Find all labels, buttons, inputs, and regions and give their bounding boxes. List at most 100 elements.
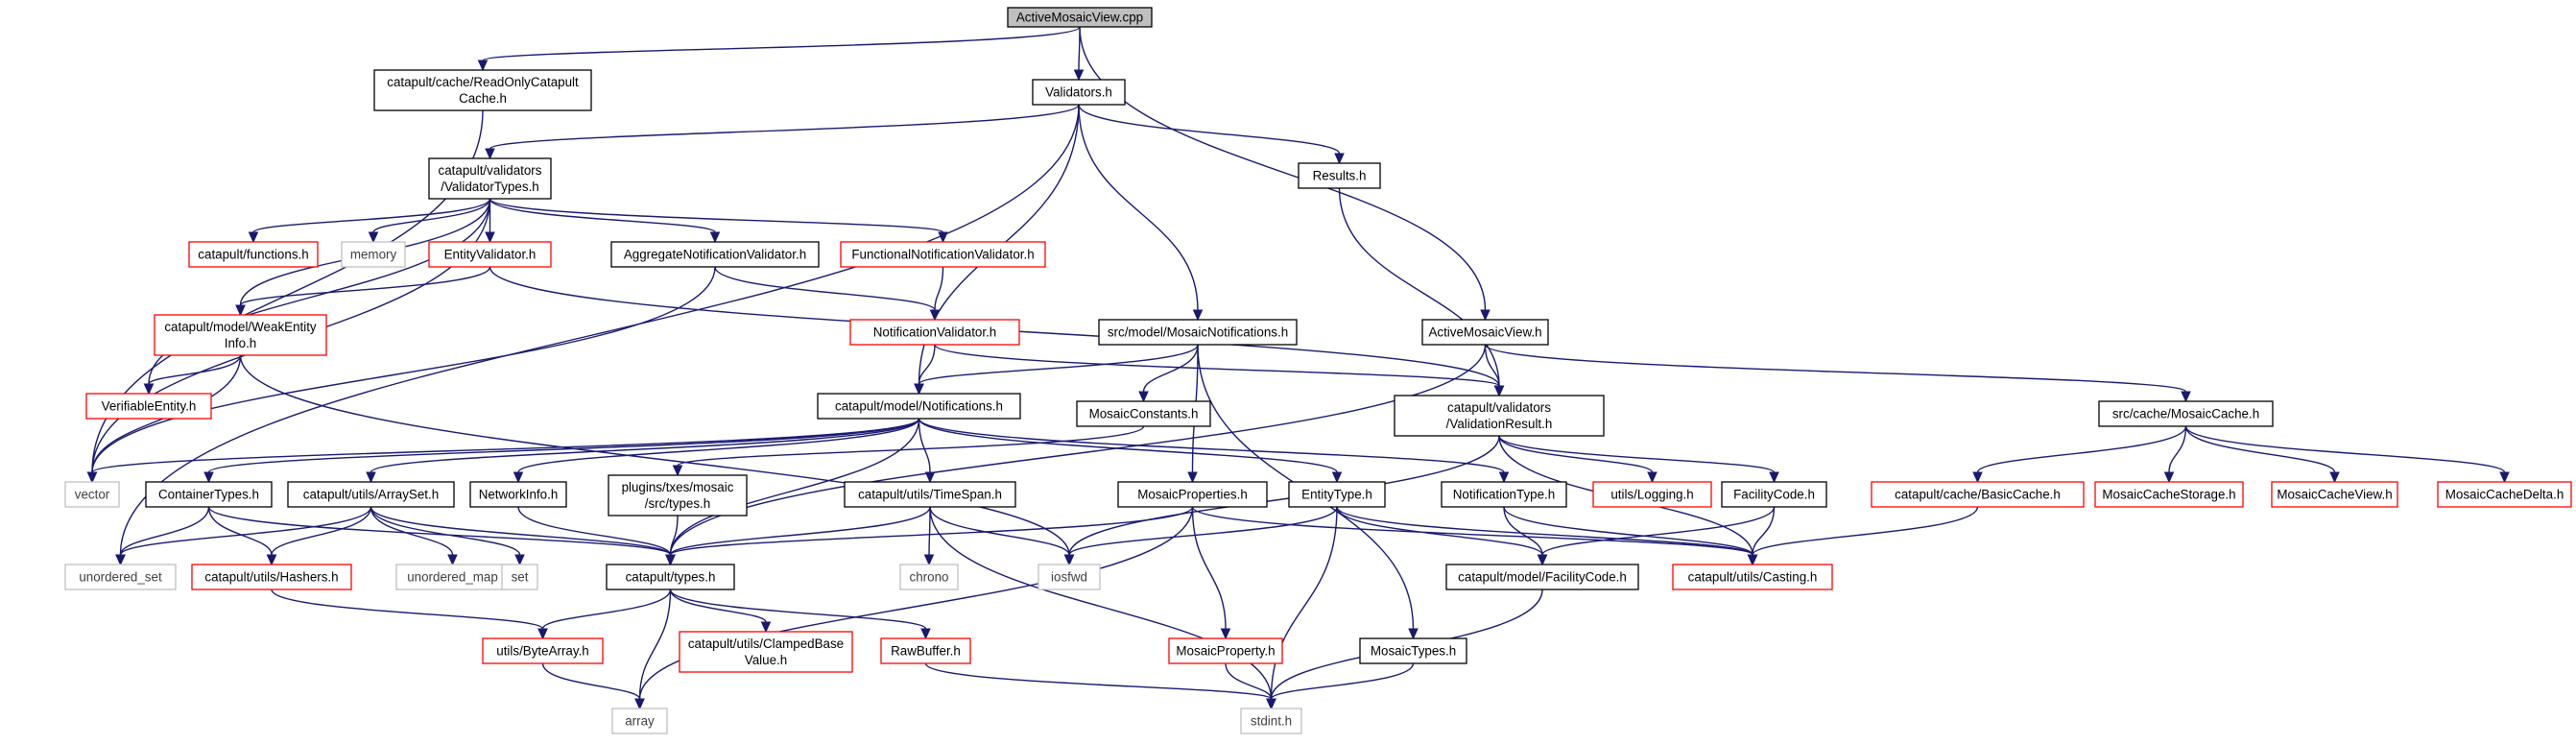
node-label-mcache: src/cache/MosaicCache.h [2112,407,2259,421]
node-label-arrayset: catapult/utils/ArraySet.h [303,488,439,502]
node-aggval[interactable]: AggregateNotificationValidator.h [610,241,820,268]
arrowhead-mosaicnotif-to-mconst [1138,391,1149,403]
node-vtypes[interactable]: catapult/validators/ValidatorTypes.h [428,157,552,200]
node-funcval[interactable]: FunctionalNotificationValidator.h [840,241,1046,268]
arrowhead-vtypes-to-memory [368,231,379,244]
arrowhead-notifications-to-container [203,471,214,484]
node-casting[interactable]: catapult/utils/Casting.h [1672,564,1833,590]
node-entityval[interactable]: EntityValidator.h [428,241,552,268]
arrowhead-notifications-to-vector [86,471,98,484]
node-box-results [1298,162,1381,189]
node-amv[interactable]: ActiveMosaicView.h [1421,319,1549,346]
edge-arrayset-to-umap [370,506,454,556]
node-entitytype[interactable]: EntityType.h [1288,481,1386,508]
node-mosaicnotif[interactable]: src/model/MosaicNotifications.h [1098,319,1298,346]
edge-facility-to-casting [1752,506,1776,556]
arrowhead-mprops-to-types [665,554,676,566]
node-notifval[interactable]: NotificationValidator.h [849,319,1020,346]
node-box-entitytype [1288,481,1386,508]
node-netinfo[interactable]: NetworkInfo.h [469,481,567,508]
node-label-casting: catapult/utils/Casting.h [1688,570,1818,585]
node-mtypes[interactable]: MosaicTypes.h [1359,637,1467,664]
node-stdint: stdint.h [1240,708,1302,734]
node-basecache[interactable]: catapult/cache/BasicCache.h [1871,481,2085,508]
edge-amv-to-types [669,344,1487,556]
arrowhead-entitytype-to-iosfwd [1063,554,1075,566]
node-box-entityval [428,241,552,268]
node-box-notiftype [1441,481,1567,508]
node-mprops[interactable]: MosaicProperties.h [1117,481,1268,508]
arrowhead-mprops-to-mproperty [1220,628,1231,640]
arrowhead-types-to-clamped [760,621,772,634]
arrowhead-vtypes-to-functions [248,231,259,244]
arrowhead-notifications-to-entitytype [1331,471,1343,484]
node-mconst[interactable]: MosaicConstants.h [1076,400,1211,427]
arrowhead-weakentity-to-verifiable [143,383,155,396]
node-mcview[interactable]: MosaicCacheView.h [2271,481,2398,508]
arrowhead-mcache-to-mcdelta [2499,471,2510,484]
arrowhead-root-to-roc [477,60,489,72]
edge-results-to-valresult [1338,187,1500,387]
edge-arrayset-to-uset [119,506,372,556]
node-rawbuffer[interactable]: RawBuffer.h [880,637,971,664]
node-box-funcval [840,241,1046,268]
node-notiftype[interactable]: NotificationType.h [1441,481,1567,508]
arrowhead-funcval-to-notifval [929,309,941,322]
node-container[interactable]: ContainerTypes.h [145,481,273,508]
node-box-mcache [2098,400,2274,427]
node-types[interactable]: catapult/types.h [606,564,735,590]
node-label-amv: ActiveMosaicView.h [1428,325,1541,340]
arrowhead-mconst-to-plugtypes [672,465,683,477]
edge-entitytype-to-casting [1336,506,1753,556]
node-logging[interactable]: utils/Logging.h [1592,481,1712,508]
edge-mcache-to-mcview [2184,425,2336,473]
node-functions[interactable]: catapult/functions.h [188,241,319,268]
node-label-notifications: catapult/model/Notifications.h [835,399,1003,414]
node-notifications[interactable]: catapult/model/Notifications.h [817,393,1021,420]
node-validators[interactable]: Validators.h [1032,79,1126,106]
arrowhead-mosaicnotif-to-mprops [1187,471,1198,484]
node-valresult[interactable]: catapult/validators/ValidationResult.h [1394,395,1605,437]
edge-notifications-to-container [207,418,920,473]
edge-amv-to-valresult [1484,344,1500,387]
node-label-notiftype: NotificationType.h [1453,488,1555,502]
node-box-functions [188,241,319,268]
node-uset: unordered_set [64,564,177,590]
node-mcstorage[interactable]: MosaicCacheStorage.h [2094,481,2244,508]
node-label-uset: unordered_set [79,570,162,585]
node-verifiable[interactable]: VerifiableEntity.h [85,393,212,420]
edge-amv-to-mcache [1484,344,2187,393]
node-box-hashers [191,564,352,590]
node-facility[interactable]: FacilityCode.h [1721,481,1827,508]
node-bytearray[interactable]: utils/ByteArray.h [482,637,604,664]
node-label-types: catapult/types.h [626,570,716,585]
node-hashers[interactable]: catapult/utils/Hashers.h [191,564,352,590]
node-label-umap: unordered_map [407,570,498,585]
node-box-set [501,564,538,590]
edge-valresult-to-logging [1498,435,1654,473]
node-box-roc [373,69,592,111]
node-mfacility[interactable]: catapult/model/FacilityCode.h [1445,564,1639,590]
edge-weakentity-to-verifiable [148,354,242,385]
node-mproperty[interactable]: MosaicProperty.h [1168,637,1283,664]
node-box-weakentity [154,314,327,356]
node-layer: ActiveMosaicView.cpp catapult/cache/ReadO… [64,7,2572,734]
edge-vtypes-to-functions [252,198,491,233]
node-box-facility [1721,481,1827,508]
node-plugtypes[interactable]: plugins/txes/mosaic/src/types.h [608,474,748,517]
node-mcache[interactable]: src/cache/MosaicCache.h [2098,400,2274,427]
arrowhead-notifications-to-arrayset [366,471,376,484]
edge-notifval-to-notifications [918,344,936,385]
arrowhead-mtypes-to-stdint [1266,698,1276,710]
node-root[interactable]: ActiveMosaicView.cpp [1007,7,1153,28]
node-label-stdint: stdint.h [1251,714,1292,729]
node-box-iosfwd [1038,564,1101,590]
node-timespan[interactable]: catapult/utils/TimeSpan.h [844,481,1016,508]
node-arrayset[interactable]: catapult/utils/ArraySet.h [287,481,455,508]
node-results[interactable]: Results.h [1298,162,1381,189]
edge-notifications-to-entitytype [918,418,1338,473]
node-mcdelta[interactable]: MosaicCacheDelta.h [2437,481,2572,508]
